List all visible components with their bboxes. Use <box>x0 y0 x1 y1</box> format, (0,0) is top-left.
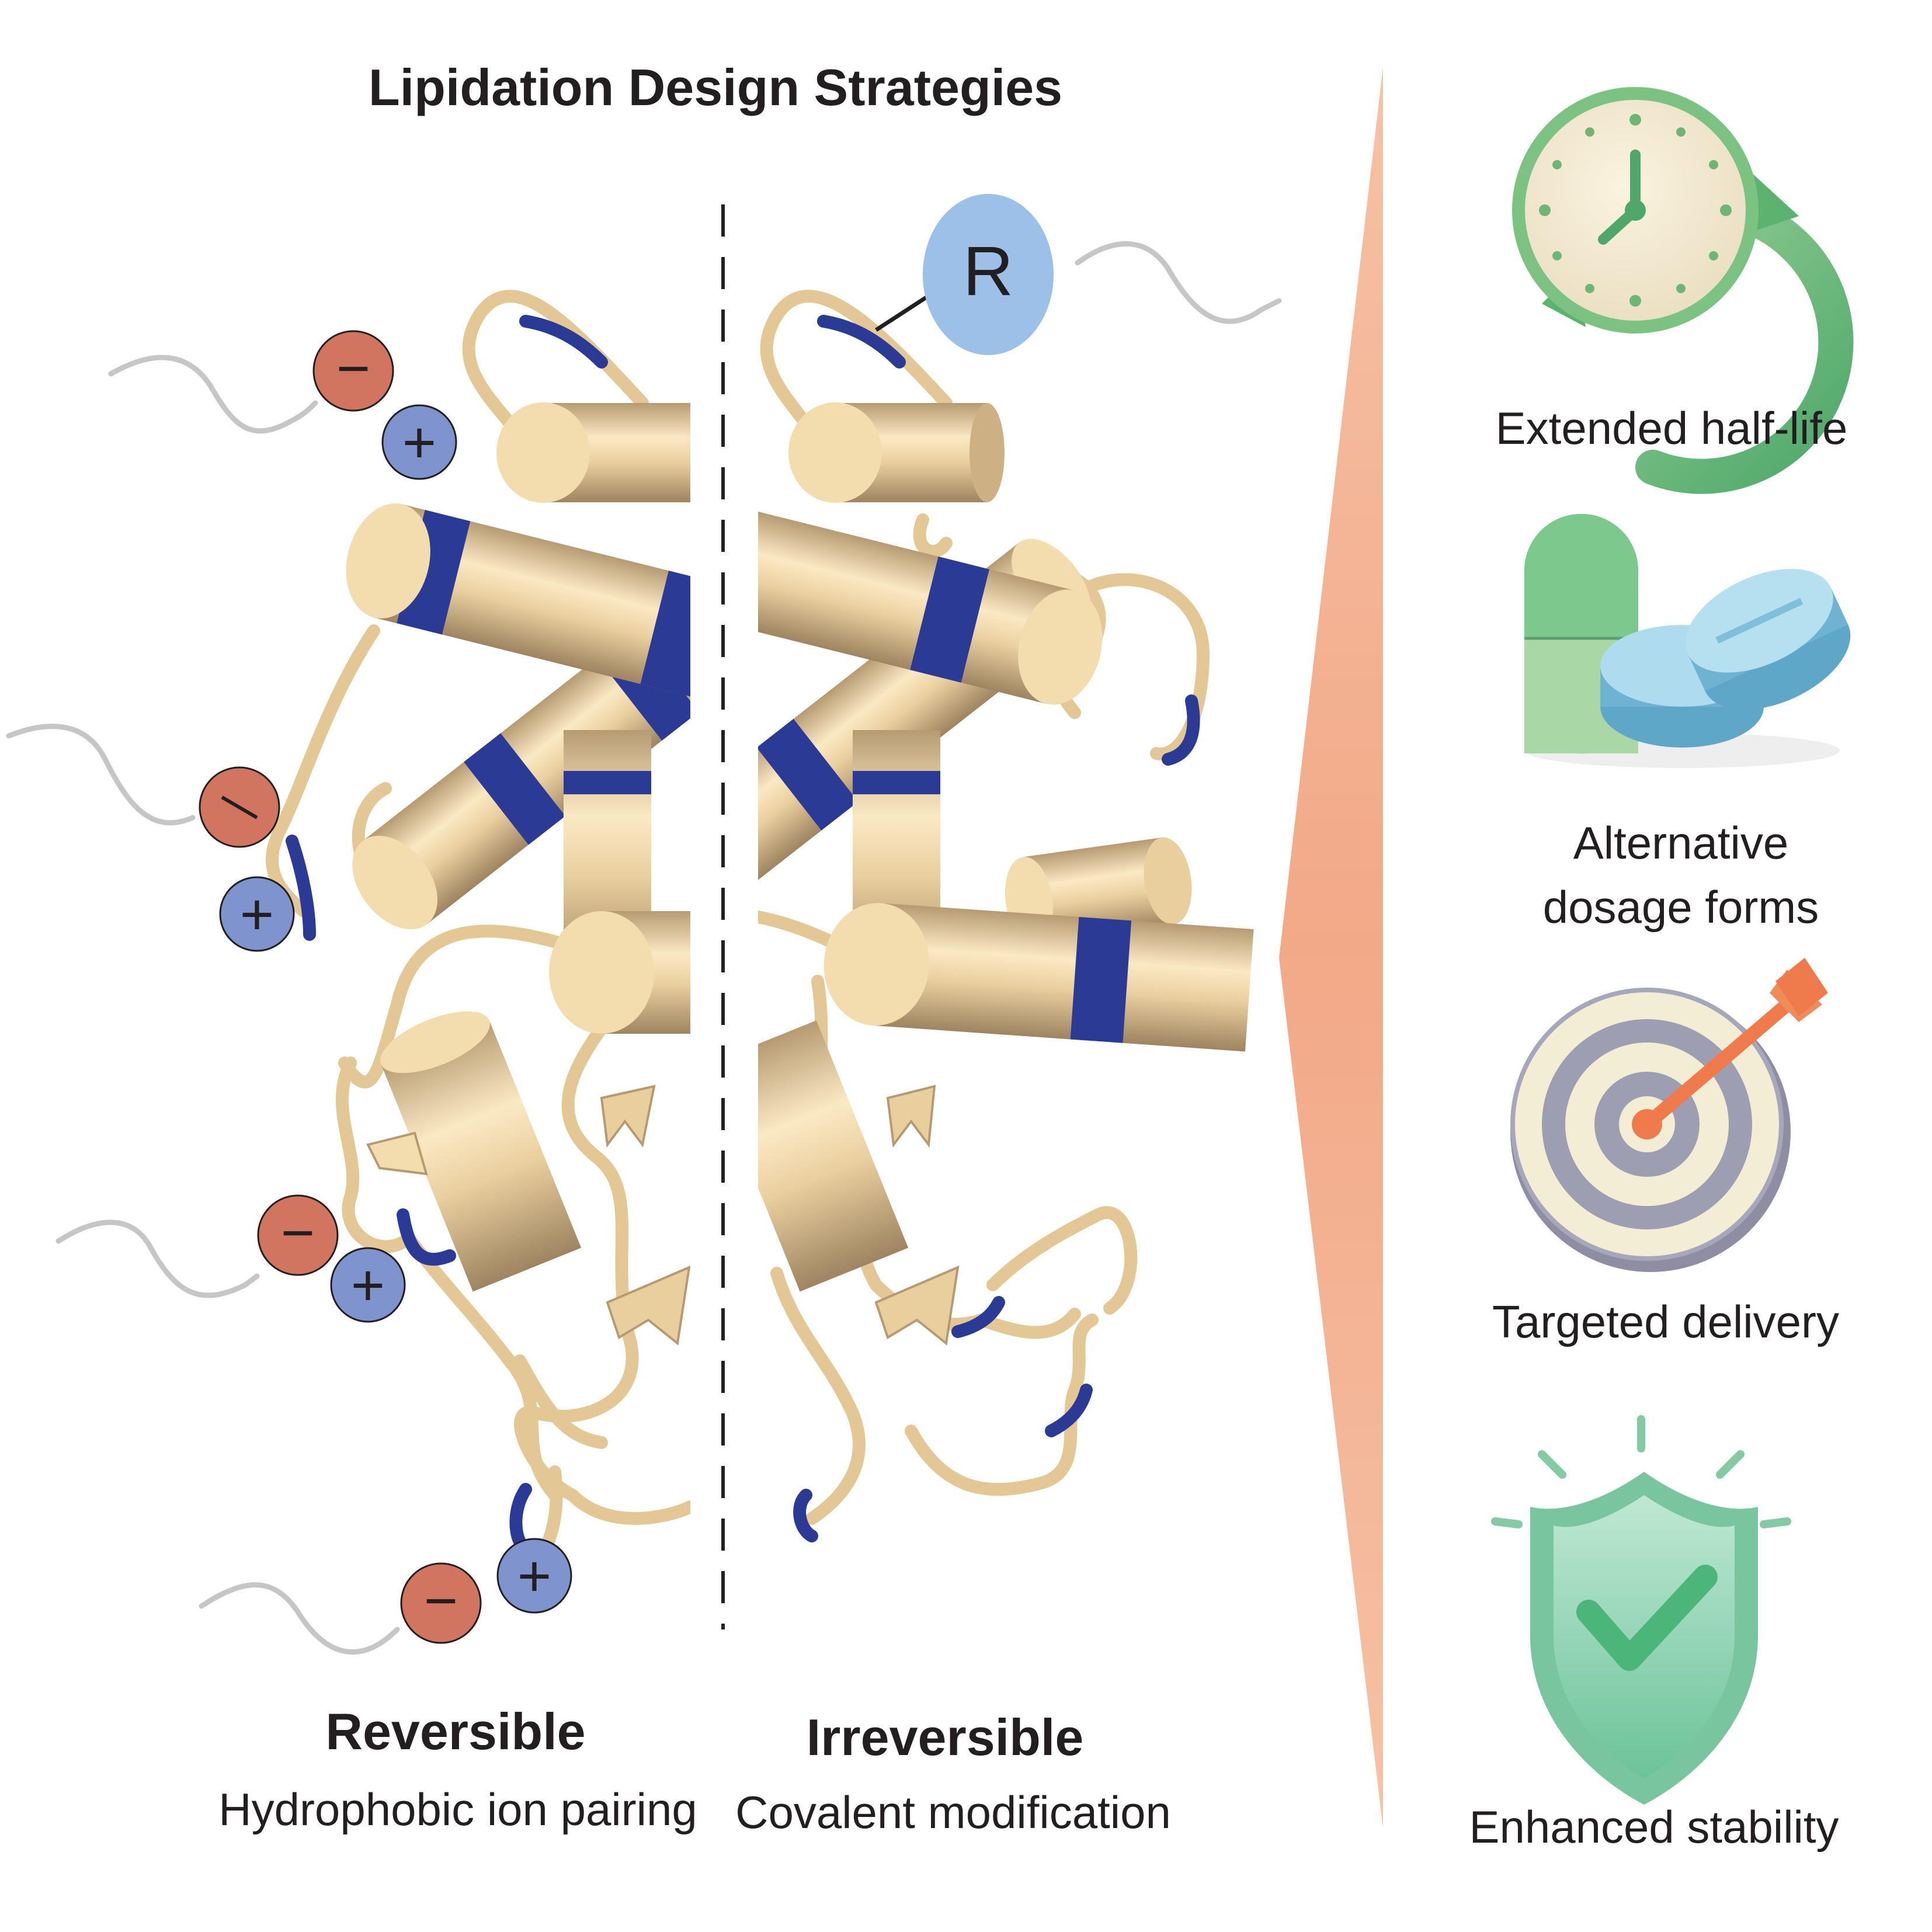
benefit-label-2-line2: dosage forms <box>1543 881 1819 933</box>
pills-icon <box>1524 514 1851 768</box>
strategy-desc-reversible: Hydrophobic ion pairing <box>218 1784 697 1835</box>
svg-text:−: − <box>281 1200 315 1266</box>
benefit-label-3: Targeted delivery <box>1492 1296 1839 1347</box>
strategy-title-irreversible: Irreversible <box>807 1708 1084 1766</box>
shield-check-icon <box>1491 1415 1791 1805</box>
svg-text:−: − <box>424 1568 458 1634</box>
ion-pair-4: − + <box>400 1538 572 1644</box>
svg-text:+: + <box>402 410 436 475</box>
figure-title: Lipidation Design Strategies <box>369 58 1062 116</box>
benefit-label-1: Extended half-life <box>1496 402 1848 454</box>
svg-text:R: R <box>963 232 1014 310</box>
benefit-label-4: Enhanced stability <box>1469 1801 1839 1853</box>
svg-text:+: + <box>351 1253 385 1318</box>
benefits-wedge <box>1279 67 1383 1828</box>
ion-pair-3: − + <box>257 1194 406 1323</box>
r-group-lipid: R <box>875 194 1282 355</box>
lipid-tails-left <box>6 355 400 1655</box>
strategy-desc-irreversible: Covalent modification <box>735 1787 1171 1838</box>
protein-left <box>266 290 690 1583</box>
svg-text:+: + <box>517 1544 551 1609</box>
ion-pair-1: − + <box>312 330 457 480</box>
svg-text:−: − <box>336 336 370 401</box>
ion-pair-2: + <box>199 766 295 952</box>
protein-right <box>758 290 1254 1542</box>
benefit-label-2-line1: Alternative <box>1573 817 1789 868</box>
svg-text:+: + <box>240 882 274 947</box>
clock-icon <box>1512 87 1854 494</box>
target-icon <box>1510 958 1828 1272</box>
strategy-title-reversible: Reversible <box>325 1702 585 1760</box>
